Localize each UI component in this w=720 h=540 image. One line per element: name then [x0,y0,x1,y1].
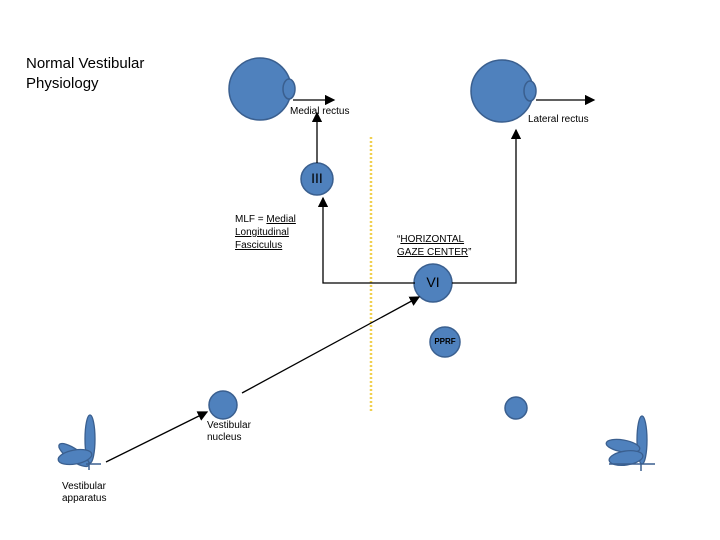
vestibular-to-vi-arrow [241,296,421,394]
pprf-label: PPRF [434,337,456,346]
nucleus-iii-label: III [311,170,323,186]
vestibular-nucleus-label: Vestibular nucleus [207,420,251,443]
apparatus-to-nucleus-arrow [105,411,209,463]
medial-rectus-label: Medial rectus [290,106,350,117]
pprf-nucleus [429,326,461,358]
vestibular-apparatus-label: Vestibular apparatus [62,481,107,504]
left-vestibular-nucleus [208,390,238,420]
left-vestibular-apparatus [57,414,101,470]
left-eye [228,57,296,121]
vi-to-lateral-rectus-arrow [452,128,522,284]
mlf-label: MLF = Medial Longitudinal Fasciculus [235,214,296,251]
lateral-rectus-label: Lateral rectus [528,114,589,125]
slide-title: Normal Vestibular Physiology [26,55,145,92]
mlf-pathway-arrow [317,196,415,284]
nucleus-vi-label: VI [426,274,440,290]
right-eye [470,59,537,123]
right-vestibular-apparatus [605,415,655,471]
right-vestibular-nucleus [504,396,528,420]
gaze-center-label: “HORIZONTAL GAZE CENTER” [397,234,472,258]
